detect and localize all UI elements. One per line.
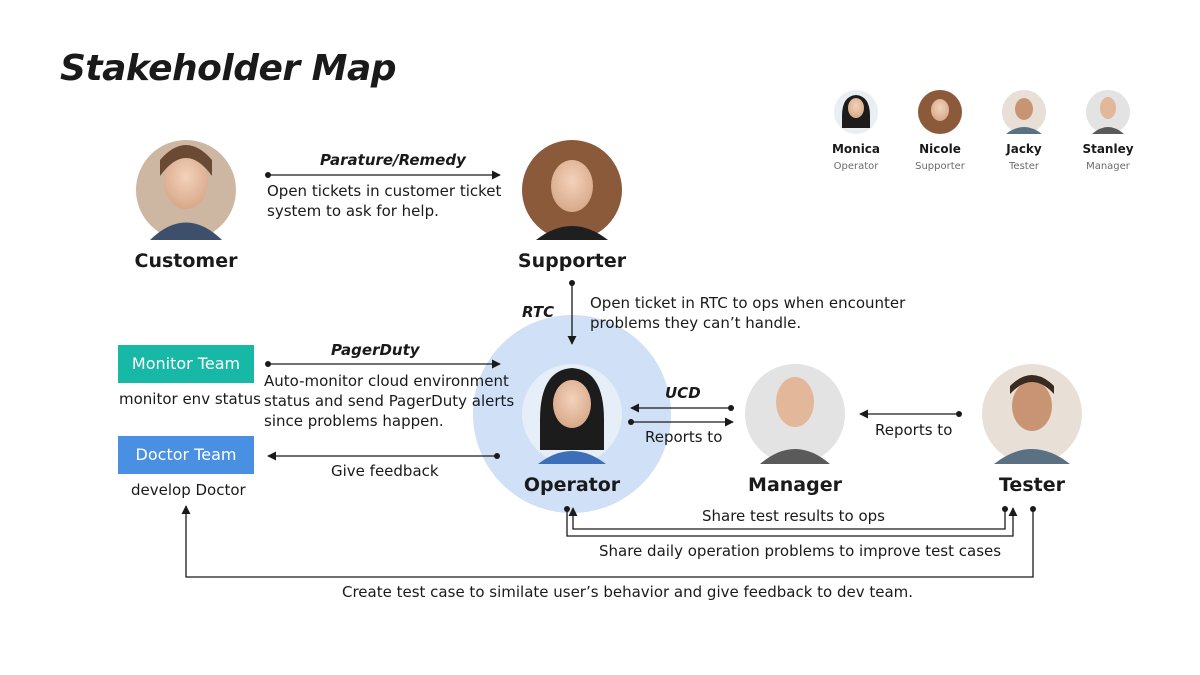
share-problems-label: Share daily operation problems to improv…	[599, 542, 1002, 560]
node-tester: Tester	[999, 474, 1065, 496]
page-title: Stakeholder Map	[60, 48, 397, 89]
edge-share-results	[568, 507, 1006, 530]
manager-avatar	[745, 364, 845, 464]
legend-avatar-monica	[834, 90, 878, 134]
node-operator: Operator	[523, 474, 621, 496]
legend-avatar-nicole	[918, 90, 962, 134]
pagerduty-desc-2: status and send PagerDuty alerts	[264, 392, 515, 410]
reports-to-manager-label: Reports to	[645, 428, 723, 446]
edge-share-problems	[566, 507, 1018, 537]
pagerduty-desc-1: Auto-monitor cloud environment	[264, 372, 509, 390]
rtc-desc-2: problems they can’t handle.	[590, 314, 802, 332]
legend-name-jacky: Jacky	[1006, 142, 1042, 156]
legend-avatar-jacky	[1002, 90, 1046, 134]
legend-name-nicole: Nicole	[919, 142, 961, 156]
parature-desc-2: system to ask for help.	[267, 202, 439, 220]
share-results-label: Share test results to ops	[702, 507, 885, 525]
pagerduty-desc-3: since problems happen.	[264, 412, 444, 430]
monitor-team-caption: monitor env status	[119, 390, 261, 408]
doctor-team-caption: develop Doctor	[131, 481, 246, 499]
node-manager: Manager	[748, 474, 842, 496]
rtc-tool-label: RTC	[522, 303, 555, 321]
node-supporter: Supporter	[517, 250, 627, 272]
rtc-desc-1: Open ticket in RTC to ops when encounter	[590, 294, 906, 312]
parature-tool-label: Parature/Remedy	[320, 151, 466, 169]
tester-avatar	[982, 364, 1082, 464]
supporter-avatar	[522, 140, 622, 240]
legend-name-monica: Monica	[831, 142, 881, 156]
ucd-tool-label: UCD	[665, 384, 701, 402]
feedback-label: Give feedback	[331, 462, 439, 480]
create-test-label: Create test case to similate user’s beha…	[342, 583, 914, 601]
legend-role-monica: Operator	[833, 161, 879, 172]
reports-to-tester-label: Reports to	[875, 421, 953, 439]
operator-avatar	[522, 364, 622, 464]
customer-avatar	[136, 140, 236, 240]
monitor-team-box: Monitor Team	[118, 345, 254, 383]
legend-role-nicole: Supporter	[915, 161, 965, 172]
edge-create-test	[181, 505, 1034, 578]
pagerduty-tool-label: PagerDuty	[331, 341, 420, 359]
parature-desc-1: Open tickets in customer ticket	[267, 182, 502, 200]
legend-name-stanley: Stanley	[1082, 142, 1134, 156]
node-customer: Customer	[134, 250, 238, 272]
legend-role-stanley: Manager	[1086, 161, 1130, 172]
legend-role-jacky: Tester	[1009, 161, 1039, 172]
legend-avatar-stanley	[1086, 90, 1130, 134]
doctor-team-box: Doctor Team	[118, 436, 254, 474]
